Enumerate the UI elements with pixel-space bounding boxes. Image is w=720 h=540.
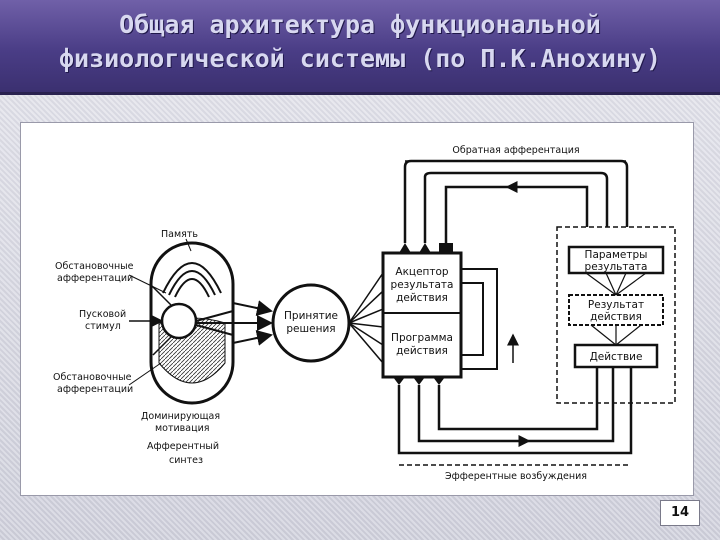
slide-title-line-2: физиологической системы (по П.К.Анохину) xyxy=(58,44,662,73)
decision-block: Принятие решения xyxy=(271,283,351,363)
label-situational-bottom-2: афферентации xyxy=(57,384,133,395)
label-program-1: Программа xyxy=(391,332,453,344)
label-synthesis-1: Афферентный xyxy=(147,441,219,452)
label-trigger-1: Пусковой xyxy=(79,309,126,320)
slide-header: Общая архитектура функциональной физиоло… xyxy=(0,0,720,95)
page-number: 14 xyxy=(660,500,700,526)
label-result-1: Результат xyxy=(588,299,644,311)
label-trigger-2: стимул xyxy=(85,321,121,332)
label-params-2: результата xyxy=(585,261,648,273)
trigger-stimulus-circle xyxy=(160,302,198,340)
label-params-1: Параметры xyxy=(585,249,648,261)
label-acceptor-3: действия xyxy=(396,292,448,304)
label-synthesis-2: синтез xyxy=(169,455,203,466)
label-situational-top-2: афферентации xyxy=(57,273,133,284)
label-situational-top-1: Обстановочные xyxy=(55,261,134,272)
slide-title-line-1: Общая архитектура функциональной xyxy=(119,10,601,39)
diagram-panel: Память Обстановочные афферентации Пусков… xyxy=(20,122,694,496)
label-efferent: Эфферентные возбуждения xyxy=(445,471,587,482)
label-motivation-2: мотивация xyxy=(155,423,209,434)
label-program-2: действия xyxy=(396,345,448,357)
afferent-synthesis-block xyxy=(149,241,235,405)
label-result-2: действия xyxy=(590,311,642,323)
label-decision-2: решения xyxy=(286,323,335,335)
label-situational-bottom-1: Обстановочные xyxy=(53,372,132,383)
label-decision-1: Принятие xyxy=(284,310,338,322)
label-acceptor-2: результата xyxy=(391,279,454,291)
label-acceptor-1: Акцептор xyxy=(395,266,449,278)
label-feedback: Обратная афферентация xyxy=(452,145,579,156)
label-memory: Память xyxy=(161,229,198,240)
effector-block: Параметры результата Результат действия … xyxy=(556,226,676,404)
slide-title: Общая архитектура функциональной физиоло… xyxy=(0,8,720,76)
functional-system-diagram: Память Обстановочные афферентации Пусков… xyxy=(53,145,676,482)
acceptor-program-block: Акцептор результата действия Программа д… xyxy=(381,243,463,385)
label-action: Действие xyxy=(590,351,643,363)
label-motivation-1: Доминирующая xyxy=(141,411,220,422)
